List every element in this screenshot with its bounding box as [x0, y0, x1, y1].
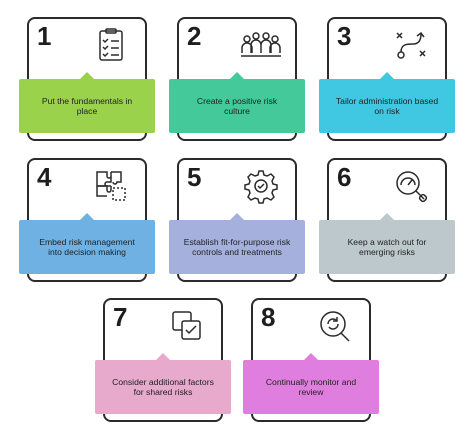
step-card-1: 1 Put the fundamentals in place [19, 17, 155, 141]
band-notch [80, 213, 94, 220]
step-text-band: Put the fundamentals in place [19, 79, 155, 133]
step-text-band: Create a positive risk culture [169, 79, 305, 133]
step-card-4: 4 Embed risk management into decision ma… [19, 158, 155, 282]
gauge-magnifier-icon [393, 168, 429, 204]
step-number: 1 [37, 21, 52, 51]
step-number: 8 [261, 302, 276, 332]
step-text-band: Keep a watch out for emerging risks [319, 220, 455, 274]
step-card-7: 7 Consider additional factors for shared… [95, 298, 231, 422]
band-notch [380, 72, 394, 79]
people-icon [239, 27, 283, 63]
band-notch [304, 353, 318, 360]
checklist-icon [93, 27, 129, 63]
strategy-path-icon [393, 27, 429, 63]
step-number: 5 [187, 162, 202, 192]
magnifier-cycle-icon [317, 308, 353, 344]
step-card-6: 6 Keep a watch out for emerging risks [319, 158, 455, 282]
step-number: 4 [37, 162, 52, 192]
band-notch [230, 213, 244, 220]
step-card-8: 8 Continually monitor and review [243, 298, 379, 422]
gear-icon [243, 168, 279, 204]
step-number: 2 [187, 21, 202, 51]
step-number: 6 [337, 162, 352, 192]
band-notch [80, 72, 94, 79]
step-text-band: Consider additional factors for shared r… [95, 360, 231, 414]
step-number: 3 [337, 21, 352, 51]
puzzle-icon [93, 168, 129, 204]
step-text-band: Tailor administration based on risk [319, 79, 455, 133]
band-notch [380, 213, 394, 220]
band-notch [156, 353, 170, 360]
step-card-5: 5 Establish fit-for-purpose risk control… [169, 158, 305, 282]
step-card-3: 3 Tailor administration based on risk [319, 17, 455, 141]
step-text-band: Continually monitor and review [243, 360, 379, 414]
band-notch [230, 72, 244, 79]
step-text-band: Establish fit-for-purpose risk controls … [169, 220, 305, 274]
step-card-2: 2 Create a positive risk culture [169, 17, 305, 141]
stacked-squares-check-icon [169, 308, 205, 344]
step-number: 7 [113, 302, 128, 332]
step-text-band: Embed risk management into decision maki… [19, 220, 155, 274]
